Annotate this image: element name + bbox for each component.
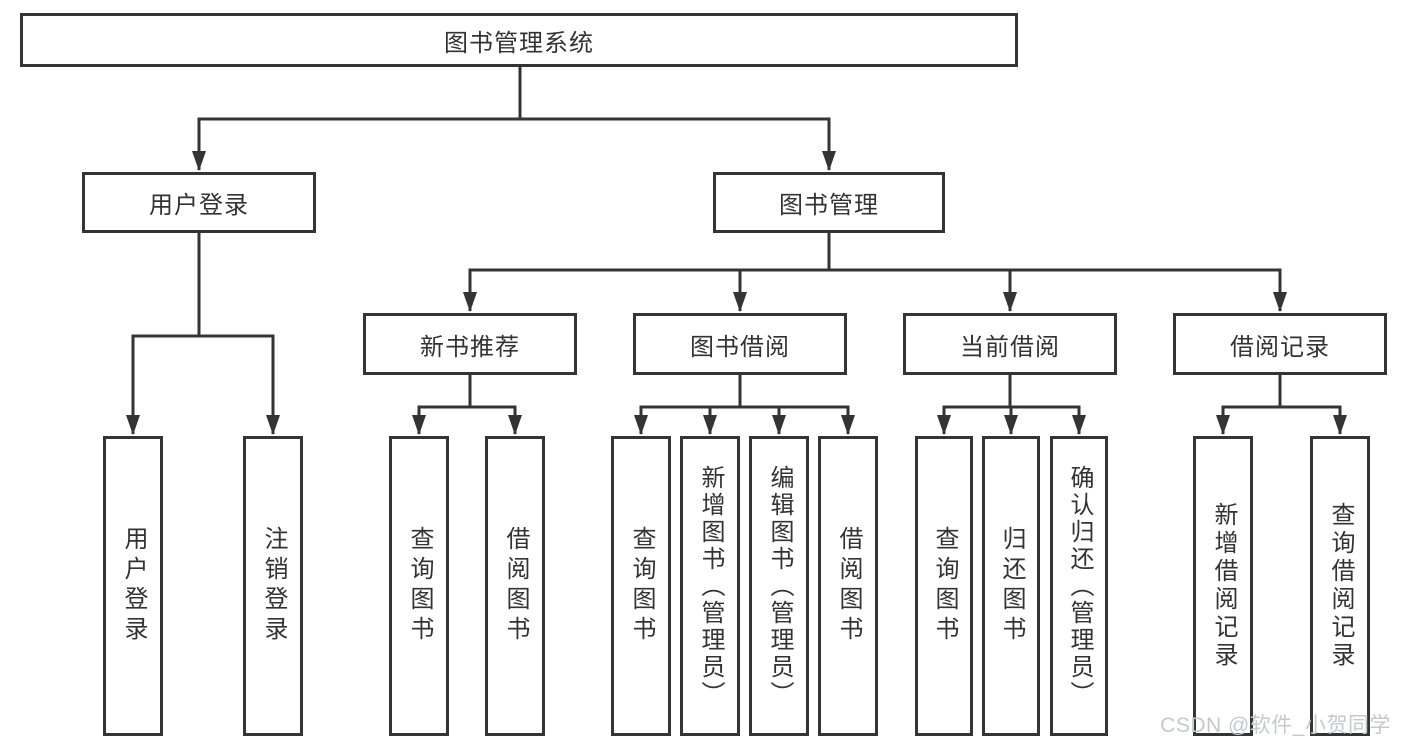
- leaf-borrow-books-recommend: 借阅图书: [485, 436, 545, 736]
- leaf-query-books-borrow: 查询图书: [611, 436, 671, 736]
- leaf-query-books-current: 查询图书: [915, 436, 973, 736]
- node-book-borrow: 图书借阅: [633, 313, 847, 375]
- node-library-system: 图书管理系统: [20, 13, 1018, 67]
- leaf-borrow-books: 借阅图书: [818, 436, 878, 736]
- leaf-logout: 注销登录: [243, 436, 303, 736]
- node-current-borrow: 当前借阅: [903, 313, 1117, 375]
- leaf-query-borrow-record: 查询借阅记录: [1310, 436, 1370, 736]
- leaf-add-book-admin: 新增图书（管理员）: [680, 436, 740, 736]
- leaf-query-books-recommend: 查询图书: [389, 436, 449, 736]
- leaf-user-login: 用户登录: [103, 436, 163, 736]
- node-user-login: 用户登录: [82, 172, 316, 233]
- watermark: CSDN @软件_小贺同学: [1160, 714, 1391, 737]
- leaf-edit-book-admin: 编辑图书（管理员）: [749, 436, 809, 736]
- node-borrow-records: 借阅记录: [1173, 313, 1387, 375]
- node-book-management: 图书管理: [713, 172, 945, 233]
- node-new-book-recommend: 新书推荐: [363, 313, 577, 375]
- leaf-add-borrow-record: 新增借阅记录: [1193, 436, 1253, 736]
- leaf-return-books: 归还图书: [982, 436, 1040, 736]
- leaf-confirm-return-admin: 确认归还（管理员）: [1050, 436, 1108, 736]
